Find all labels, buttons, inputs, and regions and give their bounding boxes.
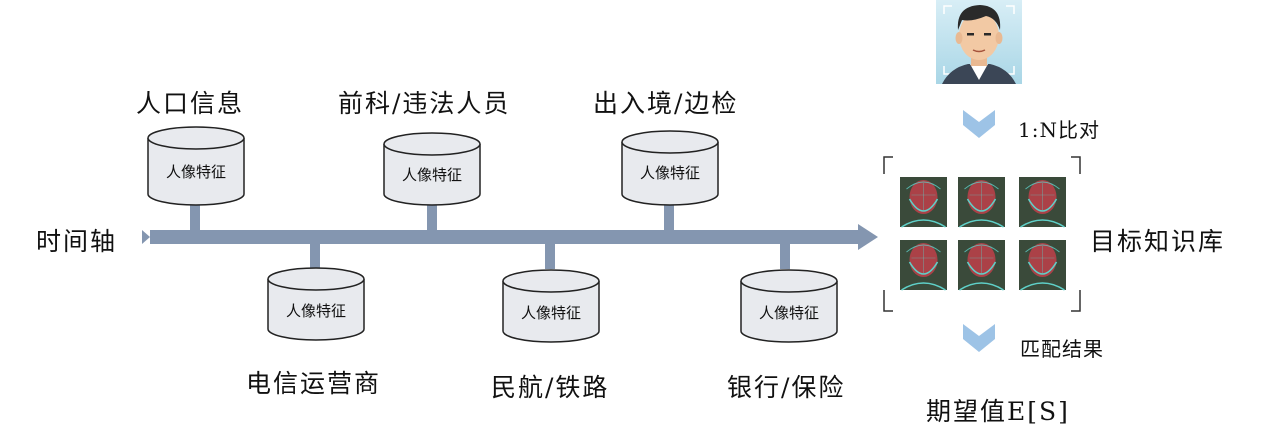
database-cylinder-bottom-1: 人像特征	[267, 267, 365, 341]
cylinder-label: 人像特征	[759, 304, 819, 322]
database-cylinder-top-2: 人像特征	[383, 132, 481, 206]
cylinder-label: 人像特征	[521, 304, 581, 322]
scanned-face-thumbnail	[1019, 177, 1066, 228]
scanned-face-thumbnail	[1019, 240, 1066, 291]
scanned-face-thumbnail	[900, 240, 947, 291]
db-title-criminal-record: 前科/违法人员	[338, 89, 511, 118]
connector-bottom-1	[310, 241, 320, 269]
scanned-face-thumbnail	[958, 177, 1005, 228]
chevron-down-icon	[963, 110, 995, 138]
database-cylinder-top-1: 人像特征	[147, 126, 245, 206]
timeline-arrow	[142, 224, 878, 250]
connector-top-2	[427, 205, 437, 233]
db-title-bank-insurance: 银行/保险	[727, 373, 846, 402]
compare-label: 1:N比对	[1018, 118, 1100, 142]
match-result-label: 匹配结果	[1020, 337, 1104, 361]
knowledge-base-frame	[883, 156, 1081, 312]
expected-value-label: 期望值E[S]	[926, 397, 1070, 426]
connector-top-3	[664, 205, 674, 233]
knowledge-base-label: 目标知识库	[1090, 227, 1226, 256]
scanned-face-thumbnail	[958, 240, 1005, 291]
database-cylinder-bottom-3: 人像特征	[740, 269, 838, 343]
timeline-label: 时间轴	[36, 227, 118, 256]
scanned-face-thumbnail	[900, 177, 947, 228]
chevron-down-icon	[963, 324, 995, 352]
database-cylinder-top-3: 人像特征	[621, 130, 719, 206]
cylinder-label: 人像特征	[166, 163, 226, 181]
face-grid	[900, 177, 1066, 291]
cylinder-label: 人像特征	[286, 302, 346, 320]
query-face-photo	[936, 0, 1022, 84]
database-cylinder-bottom-2: 人像特征	[502, 269, 600, 343]
cylinder-label: 人像特征	[402, 166, 462, 184]
db-title-aviation-railway: 民航/铁路	[491, 373, 610, 402]
db-title-population: 人口信息	[136, 89, 245, 118]
connector-top-1	[190, 205, 200, 233]
connector-bottom-2	[545, 241, 555, 269]
db-title-telecom: 电信运营商	[246, 369, 382, 398]
connector-bottom-3	[780, 241, 790, 269]
cylinder-label: 人像特征	[640, 164, 700, 182]
db-title-border-control: 出入境/边检	[593, 89, 739, 118]
